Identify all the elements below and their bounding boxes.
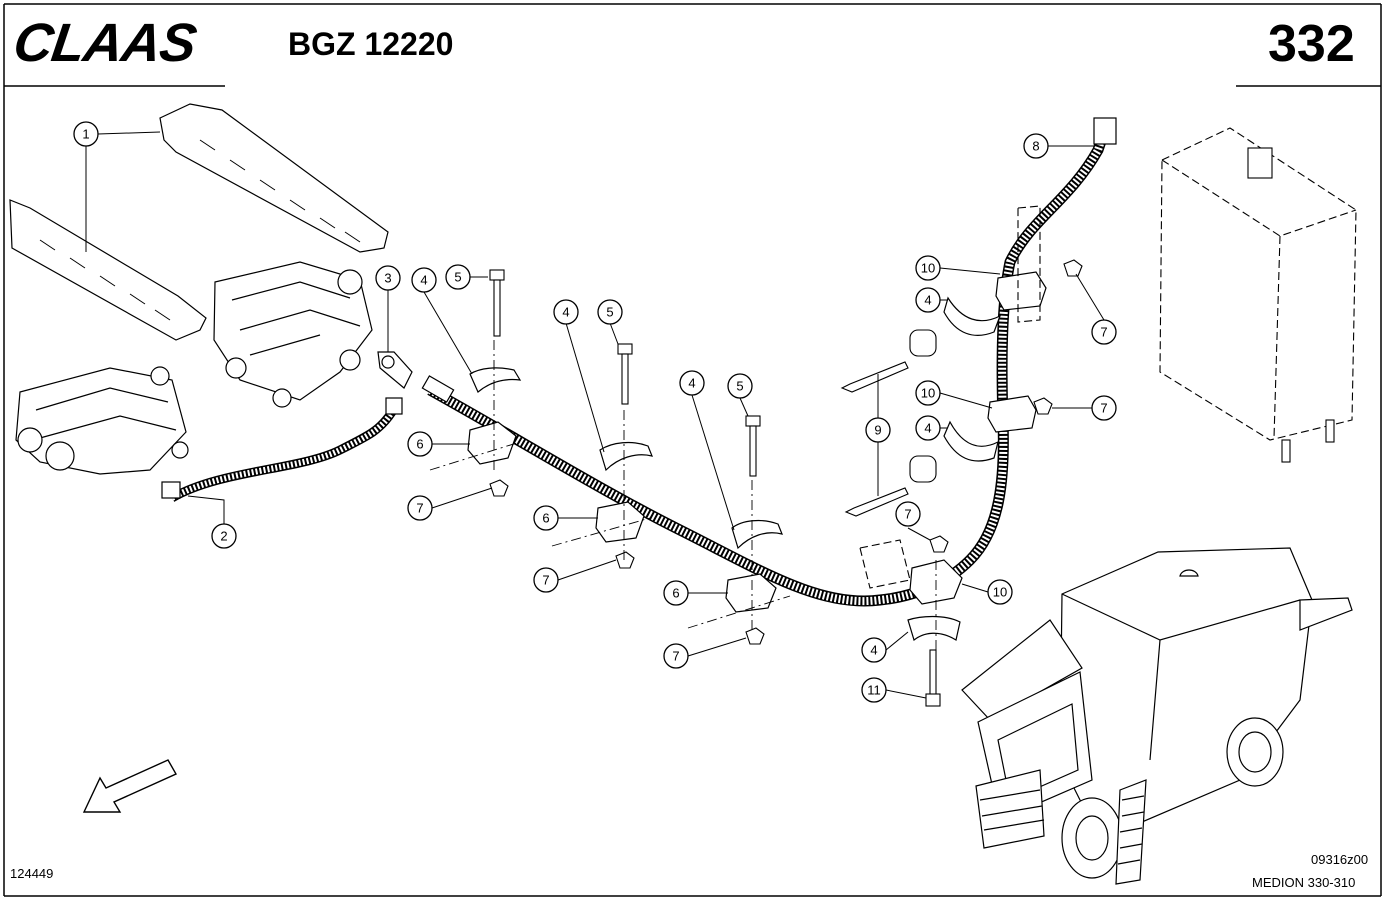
leader-lines xyxy=(85,131,1105,699)
saddle-clamps xyxy=(469,296,1002,642)
model-label: MEDION 330-310 xyxy=(1252,875,1356,890)
svg-text:4: 4 xyxy=(924,293,931,308)
svg-text:7: 7 xyxy=(1100,325,1107,340)
callout-4: 4 xyxy=(915,415,941,441)
callout-7: 7 xyxy=(1091,395,1117,421)
svg-text:4: 4 xyxy=(420,273,427,288)
callout-7: 7 xyxy=(533,567,559,593)
callout-10: 10 xyxy=(987,579,1013,605)
hose-2 xyxy=(161,397,403,502)
callout-4: 4 xyxy=(679,370,705,396)
svg-text:4: 4 xyxy=(870,643,877,658)
callout-1: 1 xyxy=(73,121,99,147)
main-hose xyxy=(421,117,1117,607)
page-number: 332 xyxy=(1268,15,1355,73)
svg-text:8: 8 xyxy=(1032,139,1039,154)
callout-4: 4 xyxy=(411,267,437,293)
mounting-rails xyxy=(9,103,389,341)
callout-8: 8 xyxy=(1023,133,1049,159)
drawing-frame xyxy=(3,3,1382,897)
callout-4: 4 xyxy=(915,287,941,313)
callout-6: 6 xyxy=(663,580,689,606)
document-code: BGZ 12220 xyxy=(288,26,454,62)
callout-9: 9 xyxy=(865,417,891,443)
svg-text:5: 5 xyxy=(736,379,743,394)
callout-11: 11 xyxy=(861,677,887,703)
svg-text:2: 2 xyxy=(220,529,227,544)
svg-text:1: 1 xyxy=(82,127,89,142)
callout-bubbles: 1 2 3 4 5 6 7 4 5 6 7 4 5 6 7 8 10 4 7 1… xyxy=(73,121,1117,703)
callout-7: 7 xyxy=(407,495,433,521)
drawing-code: 09316z00 xyxy=(1311,852,1369,867)
bolts xyxy=(489,269,941,707)
svg-text:4: 4 xyxy=(924,421,931,436)
illustration-id: 124449 xyxy=(10,866,54,881)
callout-10: 10 xyxy=(915,255,941,281)
svg-text:7: 7 xyxy=(904,507,911,522)
tank-fittings xyxy=(1247,147,1335,463)
callout-7: 7 xyxy=(1091,319,1117,345)
callout-5: 5 xyxy=(445,264,471,290)
axis-lines xyxy=(429,340,937,650)
callout-5: 5 xyxy=(727,373,753,399)
svg-text:6: 6 xyxy=(542,511,549,526)
callout-4: 4 xyxy=(861,637,887,663)
callout-2: 2 xyxy=(211,523,237,549)
valve-blocks xyxy=(15,261,373,475)
callout-3: 3 xyxy=(375,265,401,291)
svg-text:10: 10 xyxy=(993,585,1007,600)
svg-text:10: 10 xyxy=(921,386,935,401)
elbow-fitting-3 xyxy=(377,351,413,389)
svg-text:4: 4 xyxy=(688,376,695,391)
callout-10: 10 xyxy=(915,380,941,406)
callout-6: 6 xyxy=(533,505,559,531)
svg-text:7: 7 xyxy=(542,573,549,588)
nuts xyxy=(489,259,1083,645)
svg-text:4: 4 xyxy=(562,305,569,320)
svg-text:7: 7 xyxy=(1100,401,1107,416)
direction-arrow xyxy=(82,759,177,813)
svg-text:11: 11 xyxy=(867,683,881,698)
callout-7: 7 xyxy=(663,643,689,669)
callout-7: 7 xyxy=(895,501,921,527)
svg-text:7: 7 xyxy=(416,501,423,516)
svg-text:7: 7 xyxy=(672,649,679,664)
svg-text:10: 10 xyxy=(921,261,935,276)
svg-text:5: 5 xyxy=(454,270,461,285)
svg-text:6: 6 xyxy=(416,437,423,452)
svg-text:5: 5 xyxy=(606,305,613,320)
svg-text:6: 6 xyxy=(672,586,679,601)
callout-4: 4 xyxy=(553,299,579,325)
callout-6: 6 xyxy=(407,431,433,457)
tank-outline xyxy=(859,127,1357,589)
svg-text:9: 9 xyxy=(874,423,881,438)
combine-harvester xyxy=(961,547,1353,885)
svg-text:3: 3 xyxy=(384,271,391,286)
callout-5: 5 xyxy=(597,299,623,325)
